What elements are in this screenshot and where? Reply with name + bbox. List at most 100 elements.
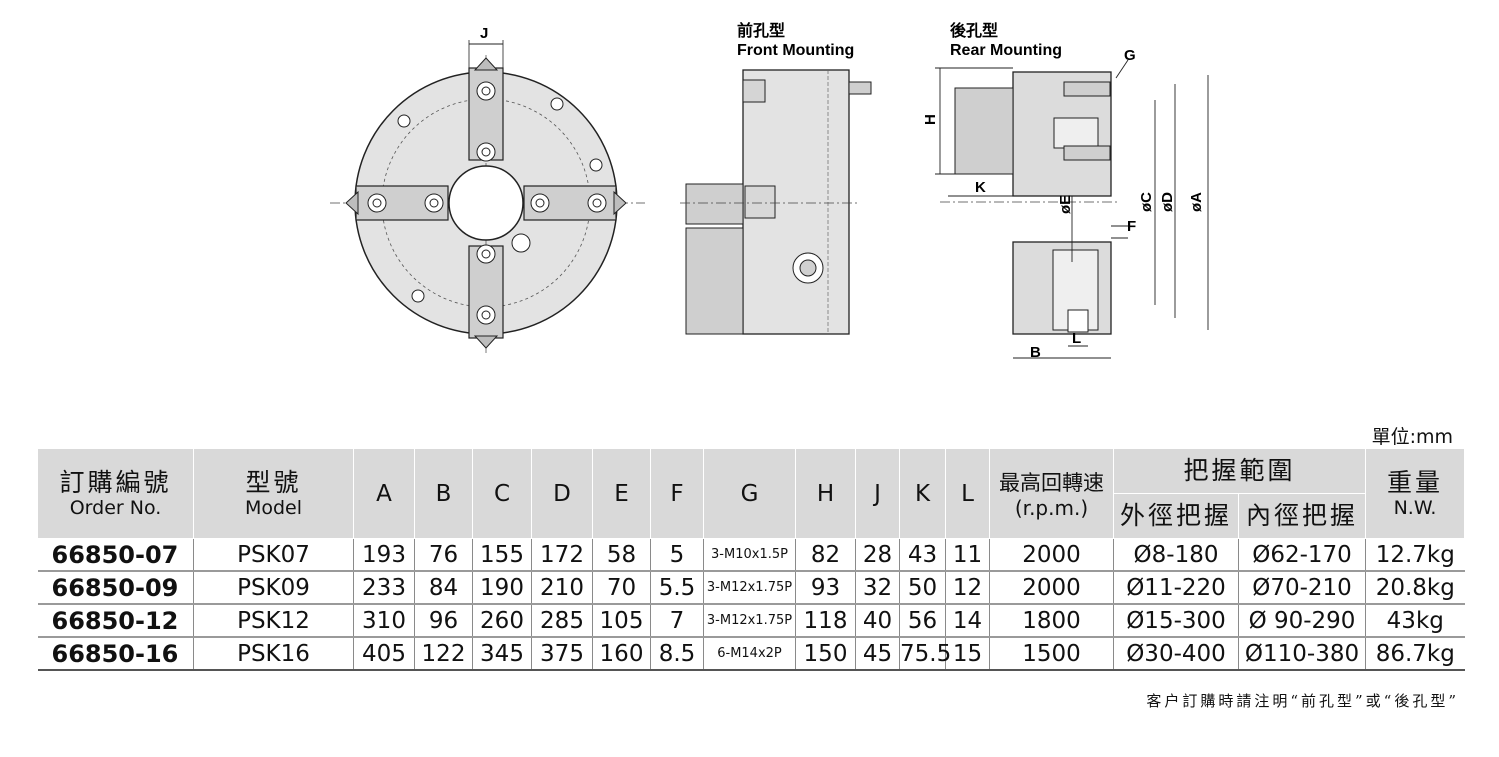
- l-cell: 14: [945, 604, 990, 637]
- header-grip-range: 把握範圍: [1112, 448, 1367, 494]
- header-outer-grip: 外徑把握: [1113, 493, 1239, 539]
- front-view-label-en: Front Mounting: [737, 42, 854, 59]
- dim-label-g: G: [1124, 47, 1136, 64]
- order-no-cell: 66850-12: [51, 606, 179, 635]
- rear-view-label-en: Rear Mounting: [950, 42, 1062, 59]
- outer-grip-cell: Ø30-400: [1113, 637, 1239, 670]
- e-cell: 70: [592, 571, 651, 604]
- header-c: C: [472, 448, 532, 539]
- header-model-en: Model: [244, 496, 303, 519]
- g-cell: 3-M12x1.75P: [703, 604, 796, 637]
- header-rpm-en: (r.p.m.): [1014, 495, 1089, 520]
- outer-grip-cell: Ø8-180: [1113, 538, 1239, 571]
- dim-label-b: B: [1030, 344, 1041, 361]
- header-rpm-zh: 最高回轉速: [999, 470, 1104, 495]
- j-cell: 32: [855, 571, 900, 604]
- j-cell: 28: [855, 538, 900, 571]
- d-cell: 375: [531, 637, 593, 670]
- table-row: 66850-12 PSK12 310 96 260 285 105 7 3-M1…: [37, 604, 1465, 637]
- inner-grip-cell: Ø70-210: [1237, 571, 1366, 604]
- footer-note: 客户訂購時請注明“前孔型”或“後孔型”: [1146, 692, 1459, 710]
- d-cell: 172: [531, 538, 593, 571]
- l-cell: 11: [945, 538, 990, 571]
- a-cell: 193: [353, 538, 415, 571]
- b-cell: 122: [414, 637, 473, 670]
- rear-mounting-view: 後孔型 Rear Mounting G H K øE: [922, 21, 1209, 361]
- header-outer-grip-zh: 外徑把握: [1119, 501, 1232, 530]
- j-cell: 40: [855, 604, 900, 637]
- front-view-label-zh: 前孔型: [737, 21, 785, 40]
- header-l: L: [945, 448, 990, 539]
- model-cell: PSK16: [193, 637, 354, 670]
- header-order-no-zh: 訂購編號: [59, 467, 172, 497]
- rpm-cell: 1500: [989, 637, 1114, 670]
- rpm-cell: 2000: [989, 571, 1114, 604]
- d-cell: 210: [531, 571, 593, 604]
- c-cell: 345: [472, 637, 532, 670]
- rpm-cell: 1800: [989, 604, 1114, 637]
- rpm-cell: 2000: [989, 538, 1114, 571]
- model-cell: PSK12: [193, 604, 354, 637]
- order-no-cell: 66850-07: [51, 540, 179, 569]
- inner-grip-cell: Ø 90-290: [1237, 604, 1366, 637]
- dim-label-a: øA: [1188, 192, 1205, 212]
- j-cell: 45: [855, 637, 900, 670]
- b-cell: 96: [414, 604, 473, 637]
- dim-label-c: øC: [1138, 192, 1155, 212]
- header-order-no-en: Order No.: [69, 496, 162, 519]
- header-weight-en: N.W.: [1393, 496, 1437, 519]
- header-inner-grip-zh: 內徑把握: [1246, 501, 1359, 530]
- header-weight-zh: 重量: [1387, 467, 1444, 497]
- dim-label-f: F: [1127, 218, 1136, 235]
- weight-cell: 20.8kg: [1365, 571, 1465, 604]
- g-cell: 3-M12x1.75P: [703, 571, 796, 604]
- b-cell: 84: [414, 571, 473, 604]
- table-row: 66850-09 PSK09 233 84 190 210 70 5.5 3-M…: [37, 571, 1465, 604]
- f-cell: 5: [650, 538, 704, 571]
- c-cell: 155: [472, 538, 532, 571]
- order-no-cell: 66850-16: [51, 639, 179, 668]
- header-f: F: [650, 448, 704, 539]
- header-j: J: [855, 448, 900, 539]
- g-cell: 3-M10x1.5P: [703, 538, 796, 571]
- l-cell: 15: [945, 637, 990, 670]
- dim-label-l: L: [1072, 330, 1081, 347]
- outer-grip-cell: Ø15-300: [1113, 604, 1239, 637]
- a-cell: 310: [353, 604, 415, 637]
- f-cell: 8.5: [650, 637, 704, 670]
- k-cell: 50: [899, 571, 946, 604]
- weight-cell: 86.7kg: [1365, 637, 1465, 670]
- header-a: A: [353, 448, 415, 539]
- header-model: 型號 Model: [193, 448, 354, 539]
- dim-label-e: øE: [1057, 195, 1074, 214]
- dim-label-d: øD: [1159, 192, 1176, 212]
- weight-cell: 43kg: [1365, 604, 1465, 637]
- header-d: D: [531, 448, 593, 539]
- header-g: G: [703, 448, 796, 539]
- header-rpm: 最高回轉速 (r.p.m.): [989, 448, 1114, 539]
- header-inner-grip: 內徑把握: [1237, 493, 1367, 539]
- header-grip-range-zh: 把握範圍: [1183, 456, 1296, 485]
- h-cell: 118: [795, 604, 856, 637]
- c-cell: 190: [472, 571, 532, 604]
- e-cell: 105: [592, 604, 651, 637]
- chuck-face-view: J: [330, 25, 645, 355]
- dim-label-h: H: [922, 114, 939, 125]
- g-cell: 6-M14x2P: [703, 637, 796, 670]
- l-cell: 12: [945, 571, 990, 604]
- outer-grip-cell: Ø11-220: [1113, 571, 1239, 604]
- order-no-cell: 66850-09: [51, 573, 179, 602]
- f-cell: 5.5: [650, 571, 704, 604]
- c-cell: 260: [472, 604, 532, 637]
- dim-label-j: J: [480, 25, 488, 42]
- header-h: H: [795, 448, 856, 539]
- spec-table: 訂購編號 Order No. 型號 Model A B C D E F G H …: [37, 448, 1466, 671]
- d-cell: 285: [531, 604, 593, 637]
- f-cell: 7: [650, 604, 704, 637]
- e-cell: 160: [592, 637, 651, 670]
- technical-drawings: J 前孔型 Front Mounting 後孔型 Rear Mounting: [330, 21, 1209, 361]
- table-row: 66850-07 PSK07 193 76 155 172 58 5 3-M10…: [37, 538, 1465, 571]
- a-cell: 405: [353, 637, 415, 670]
- a-cell: 233: [353, 571, 415, 604]
- h-cell: 82: [795, 538, 856, 571]
